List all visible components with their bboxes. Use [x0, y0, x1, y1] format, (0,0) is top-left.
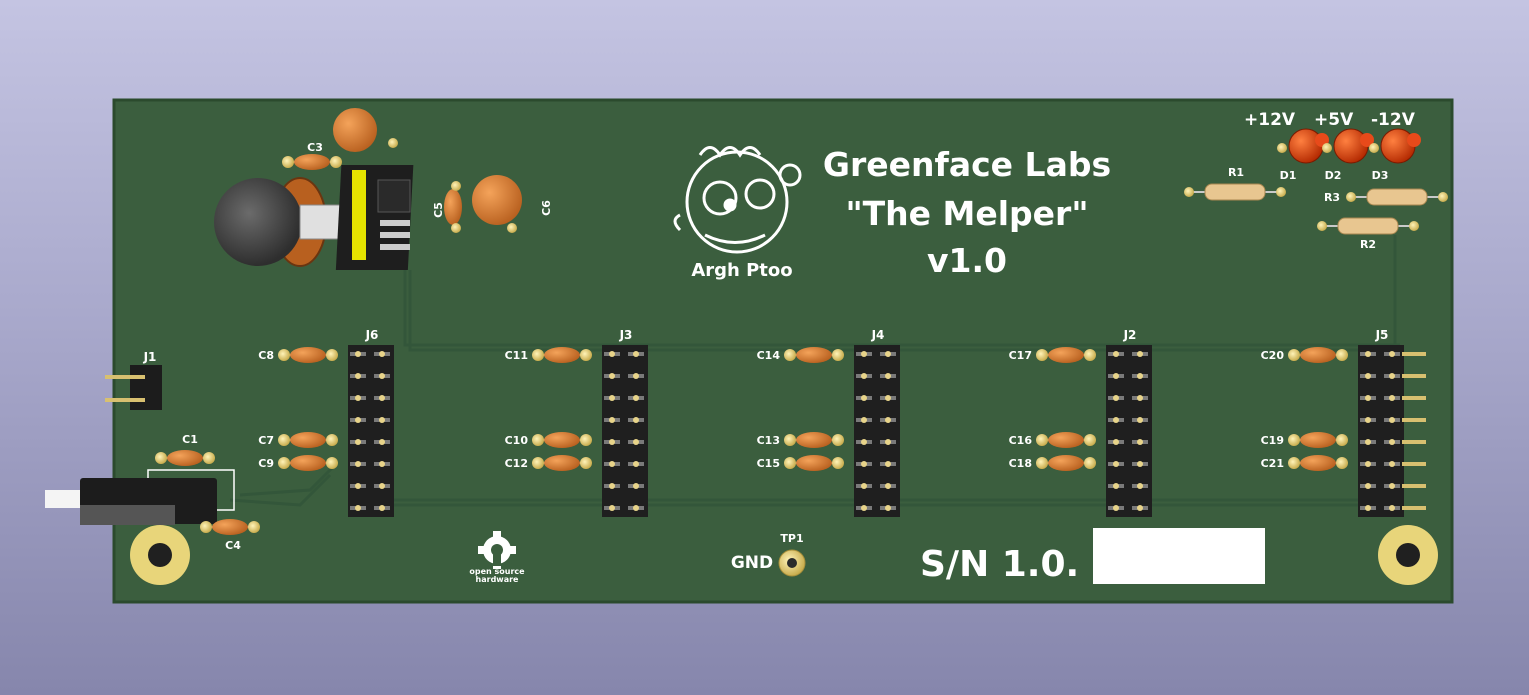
cap-c20	[1288, 347, 1348, 363]
cap-c4-label: C4	[225, 539, 241, 552]
board-title: Greenface Labs	[823, 145, 1111, 184]
test-point-tp1	[778, 549, 806, 577]
cap-label: C8	[258, 349, 274, 362]
cap-c10	[532, 432, 592, 448]
cap-c21	[1288, 455, 1348, 471]
mascot-face-logo	[673, 146, 802, 254]
header-label: J2	[1123, 328, 1137, 342]
cap-c4	[200, 519, 260, 535]
cap-c5-label: C5	[432, 202, 445, 218]
header-j3	[602, 345, 648, 517]
mounting-hole-left	[130, 525, 190, 585]
resistor-label: R2	[1360, 238, 1376, 251]
header-label: J3	[619, 328, 633, 342]
power-indicator-leds: +12V +5V -12V D1 D2 D3	[1244, 110, 1421, 182]
resistor-label: R3	[1324, 191, 1340, 204]
cap-label: C15	[757, 457, 780, 470]
resistor-r2	[1317, 217, 1419, 235]
cap-c8	[278, 347, 338, 363]
cap-c6-body	[472, 175, 522, 225]
header-j4	[854, 345, 900, 517]
header-label: J6	[365, 328, 379, 342]
osh-label-line2: hardware	[476, 575, 520, 584]
power-rail-label: +12V	[1244, 110, 1296, 130]
cap-c5-pad	[451, 181, 461, 191]
cap-c5-pad	[451, 223, 461, 233]
cap-c12	[532, 455, 592, 471]
cap-c11	[532, 347, 592, 363]
module-headers: J6C8C7C9J3C11C10C12J4C14C13C15J2C17C16C1…	[258, 328, 1426, 517]
cap-label: C14	[757, 349, 781, 362]
cap-c17	[1036, 347, 1096, 363]
tp1-label: TP1	[780, 532, 803, 545]
led-d2	[1322, 128, 1374, 164]
gnd-label: GND	[731, 553, 773, 573]
cap-c3-body	[333, 108, 377, 152]
resistor-label: R1	[1228, 166, 1244, 179]
power-rail-label: -12V	[1371, 110, 1416, 130]
mascot-label: Argh Ptoo	[691, 260, 792, 281]
power-rail-label: +5V	[1314, 110, 1354, 130]
connector-j1	[105, 365, 162, 410]
cap-label: C16	[1009, 434, 1033, 447]
led-d1	[1277, 128, 1329, 164]
cap-label: C19	[1261, 434, 1284, 447]
switching-regulator-module	[335, 165, 414, 270]
board-subtitle: "The Melper"	[845, 194, 1088, 233]
open-source-hardware-logo: open source hardware	[469, 531, 525, 584]
board-version: v1.0	[927, 241, 1007, 280]
resistor-r3	[1346, 188, 1448, 206]
cap-label: C21	[1261, 457, 1284, 470]
cap-c3-label: C3	[307, 141, 323, 154]
mounting-hole-right	[1378, 525, 1438, 585]
linear-regulator	[45, 469, 235, 525]
cap-label: C13	[757, 434, 780, 447]
cap-c3-ceramic	[282, 154, 342, 170]
cap-c16	[1036, 432, 1096, 448]
cap-label: C11	[505, 349, 528, 362]
header-j6	[348, 345, 394, 517]
cap-c1	[155, 450, 215, 466]
cap-c1-label: C1	[182, 433, 198, 446]
cap-c14	[784, 347, 844, 363]
header-label: J4	[871, 328, 885, 342]
cap-label: C7	[258, 434, 274, 447]
cap-c9	[278, 455, 338, 471]
cap-c19	[1288, 432, 1348, 448]
led-label: D2	[1325, 169, 1342, 182]
cap-c5-body	[444, 189, 462, 225]
serial-number-label: S/N 1.0.	[920, 544, 1079, 585]
osh-label-line1: open source	[469, 567, 525, 576]
serial-number-blank-field	[1093, 528, 1265, 584]
cap-c3-pad	[388, 138, 398, 148]
resistor-r1	[1184, 183, 1286, 201]
header-j5	[1358, 345, 1426, 517]
cap-c6-label: C6	[540, 200, 553, 216]
header-label: J5	[1375, 328, 1389, 342]
cap-c7	[278, 432, 338, 448]
cap-label: C9	[258, 457, 274, 470]
cap-label: C12	[505, 457, 528, 470]
led-d3	[1369, 128, 1421, 164]
j1-label: J1	[143, 350, 157, 364]
led-label: D3	[1372, 169, 1389, 182]
header-j2	[1106, 345, 1152, 517]
led-label: D1	[1280, 169, 1297, 182]
cap-c18	[1036, 455, 1096, 471]
cap-label: C10	[505, 434, 529, 447]
cap-c6-pad	[507, 223, 517, 233]
cap-c15	[784, 455, 844, 471]
cap-label: C18	[1009, 457, 1032, 470]
cap-c13	[784, 432, 844, 448]
cap-label: C17	[1009, 349, 1032, 362]
cap-label: C20	[1261, 349, 1285, 362]
